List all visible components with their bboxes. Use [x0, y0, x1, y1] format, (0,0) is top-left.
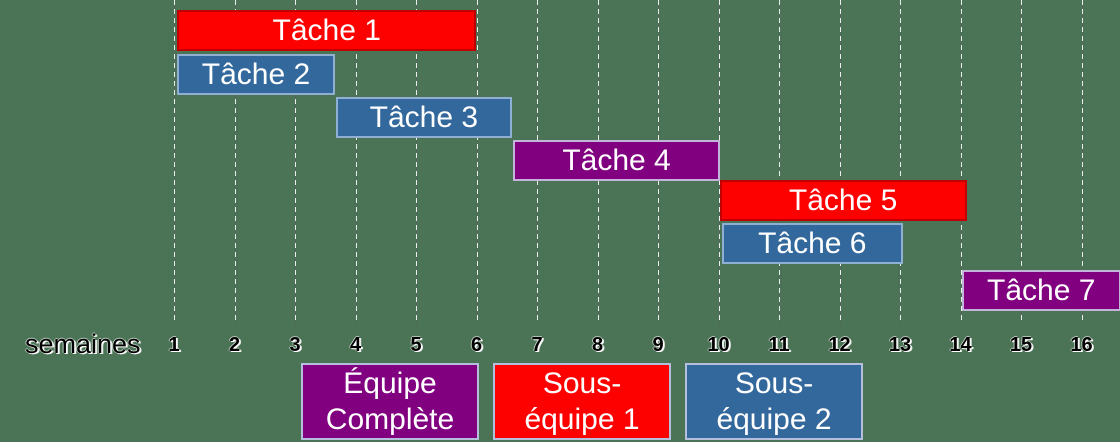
gridline-week-6 [476, 0, 478, 324]
gridline-week-2 [234, 0, 236, 324]
task-label: Tâche 4 [562, 143, 671, 177]
task-bar-tache-4: Tâche 4 [512, 140, 721, 181]
task-label: Tâche 6 [758, 226, 867, 260]
task-label: Tâche 3 [369, 100, 479, 134]
task-bar-tache-7: Tâche 7 [961, 270, 1120, 311]
task-bar-tache-2: Tâche 2 [177, 54, 335, 95]
gridline-week-1 [174, 0, 175, 324]
week-tick-14: 14 [949, 334, 972, 356]
task-bar-tache-5: Tâche 5 [719, 180, 967, 221]
gridline-week-3 [295, 0, 296, 324]
legend-item-sous-equipe-1: Sous-équipe 1 [493, 363, 671, 440]
week-tick-6: 6 [470, 334, 483, 356]
week-tick-12: 12 [828, 334, 851, 356]
week-tick-2: 2 [228, 334, 241, 356]
week-tick-16: 16 [1070, 334, 1093, 356]
week-tick-11: 11 [768, 334, 790, 356]
legend-label-line2: équipe 2 [716, 402, 832, 436]
week-tick-4: 4 [349, 334, 362, 356]
task-bar-tache-3: Tâche 3 [336, 97, 512, 138]
legend-label-line2: équipe 1 [524, 402, 640, 436]
week-tick-13: 13 [888, 334, 912, 356]
gridline-week-14 [960, 0, 962, 324]
week-tick-8: 8 [591, 334, 604, 356]
week-tick-1: 1 [168, 334, 180, 356]
gridline-week-11 [779, 0, 780, 324]
legend-label-line1: Sous- [734, 366, 814, 400]
task-bar-tache-6: Tâche 6 [721, 223, 904, 264]
week-tick-15: 15 [1009, 334, 1033, 356]
week-tick-3: 3 [289, 334, 301, 356]
gridline-week-5 [416, 0, 417, 324]
gridline-week-12 [839, 0, 841, 324]
task-label: Tâche 2 [201, 57, 311, 91]
gridline-week-13 [900, 0, 901, 324]
gridline-week-15 [1021, 0, 1022, 324]
week-tick-5: 5 [410, 334, 422, 356]
week-tick-7: 7 [531, 334, 543, 356]
week-tick-10: 10 [707, 334, 730, 356]
legend-label-line1: Sous- [542, 366, 622, 400]
legend-label-line1: Équipe [343, 366, 437, 400]
legend-label-line2: Complète [325, 402, 455, 436]
task-label: Tâche 1 [272, 13, 381, 47]
task-label: Tâche 5 [788, 183, 898, 217]
task-bar-tache-1: Tâche 1 [177, 10, 477, 51]
week-tick-9: 9 [652, 334, 664, 356]
axis-label-semaines: semaines [25, 329, 141, 359]
task-label: Tâche 7 [987, 273, 1096, 307]
legend-item-sous-equipe-2: Sous-équipe 2 [685, 363, 863, 440]
gridline-week-4 [355, 0, 357, 324]
gridline-week-16 [1081, 0, 1083, 324]
